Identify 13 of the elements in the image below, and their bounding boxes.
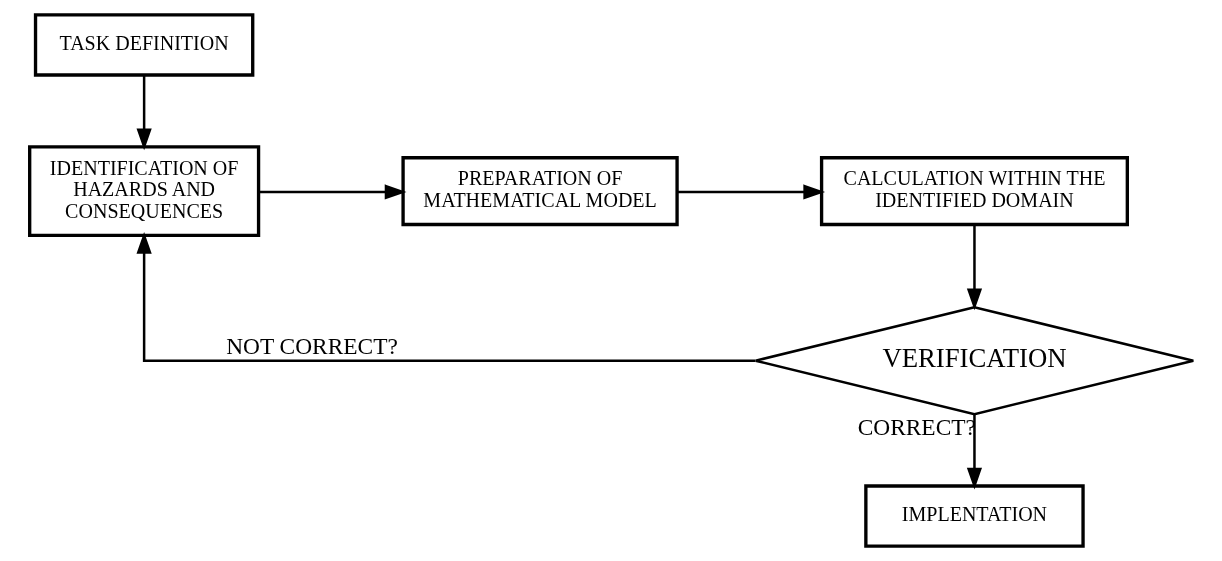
- node-box: CALCULATION WITHIN THE IDENTIFIED DOMAIN: [819, 156, 1129, 227]
- arrow: [677, 184, 825, 200]
- node-box: PREPARATION OF MATHEMATICAL MODEL: [400, 156, 679, 227]
- node-box: TASK DEFINITION: [33, 13, 254, 77]
- arrow: [966, 224, 982, 311]
- arrow: [136, 75, 152, 151]
- arrow: [258, 184, 406, 200]
- node-box: IDENTIFICATION OF HAZARDS AND CONSEQUENCES: [27, 145, 260, 238]
- edge-label: NOT CORRECT?: [225, 333, 398, 360]
- node-box: IMPLENTATION: [863, 484, 1085, 548]
- arrow: [966, 414, 982, 490]
- node-diamond: VERIFICATION: [753, 305, 1195, 416]
- arrow: [136, 231, 755, 362]
